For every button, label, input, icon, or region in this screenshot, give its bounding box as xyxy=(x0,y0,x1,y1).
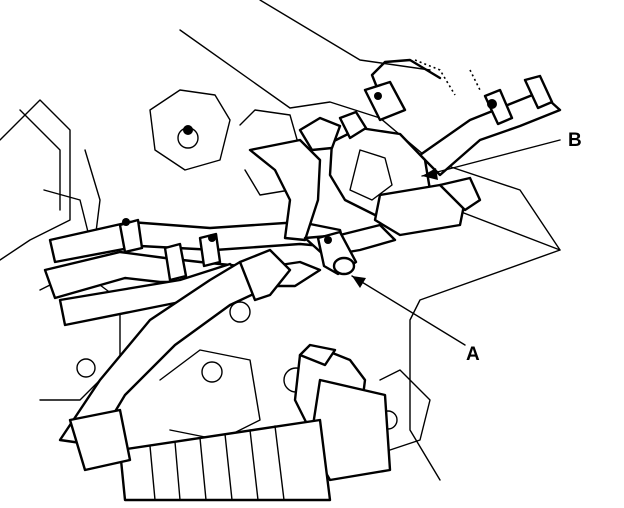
callout-b-label: B xyxy=(568,130,582,151)
component-b-valve xyxy=(298,110,482,237)
diagonal-hose xyxy=(58,248,292,447)
callout-leaders xyxy=(351,139,561,346)
component-a-fitting xyxy=(316,230,358,276)
hose-clamp-icons xyxy=(118,218,222,282)
callout-a-label: A xyxy=(466,344,480,365)
engine-background-lines xyxy=(0,0,561,481)
upper-hose xyxy=(418,74,562,177)
steering-boot xyxy=(68,408,332,502)
lower-component xyxy=(293,343,392,482)
wiring-connector xyxy=(363,58,481,122)
